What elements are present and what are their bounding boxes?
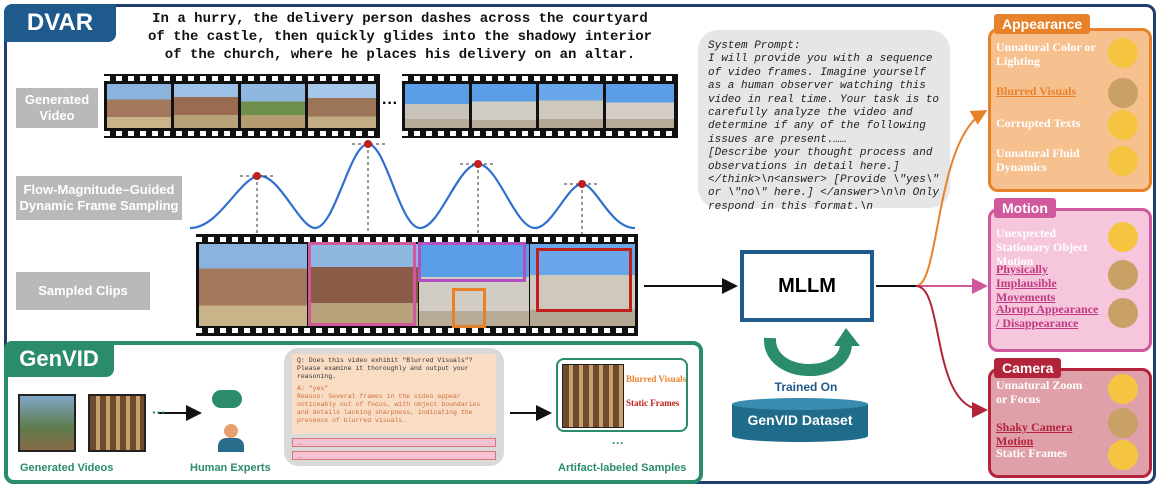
motion-item-3: Abrupt Appearance / Disappearance	[996, 302, 1099, 330]
motion-title: Motion	[994, 198, 1056, 218]
sample-point-4	[578, 180, 586, 188]
dataset-cylinder: GenVID Dataset	[732, 398, 868, 442]
label-static-frames: Static Frames	[626, 398, 680, 408]
annotation-line-1: ...	[292, 438, 496, 447]
generated-videos-label: Generated Videos	[20, 462, 114, 474]
genvid-frame	[4, 341, 703, 484]
video-caption: In a hurry, the delivery person dashes a…	[147, 11, 653, 63]
smile-icon	[1108, 146, 1138, 176]
artifact-samples-label: Artifact-labeled Samples	[558, 462, 687, 474]
generated-video-thumb-2	[88, 394, 146, 452]
smile-icon	[1108, 110, 1138, 140]
appearance-item-3: Corrupted Texts	[996, 116, 1081, 130]
smile-icon	[1108, 374, 1138, 404]
dvar-title: DVAR	[4, 4, 116, 42]
to-appearance-arrow	[915, 110, 988, 287]
camera-item-1: Unnatural Zoom or Focus	[996, 378, 1083, 406]
generated-video-label: Generated Video	[16, 88, 98, 128]
appearance-item-1: Unnatural Color or Lighting	[996, 40, 1096, 68]
sampling-curve	[190, 140, 636, 236]
generated-video-strip-left	[104, 74, 380, 138]
dataset-label: GenVID Dataset	[747, 412, 853, 428]
sampled-clips-label: Sampled Clips	[16, 272, 150, 310]
motion-item-2: Physically Implausible Movements	[996, 262, 1057, 304]
human-experts-label: Human Experts	[190, 462, 271, 474]
camera-title: Camera	[994, 358, 1062, 378]
flow-magnitude-curve	[190, 142, 636, 230]
samples-ellipsis: ···	[612, 436, 624, 450]
mllm-box: MLLM	[740, 250, 874, 322]
annotation-answer: A: "yes" Reason: Several frames in the v…	[297, 385, 481, 424]
clip-box-red	[536, 248, 632, 312]
annotation-question: Q: Does this video exhibit "Blurred Visu…	[297, 357, 473, 380]
system-prompt: System Prompt: I will provide you with a…	[698, 30, 950, 213]
dizzy-face-icon	[1108, 298, 1138, 328]
trained-on-loop	[764, 337, 852, 376]
clip-box-orange	[452, 288, 486, 328]
motion-item-1: Unexpected Stationary Object Motion	[996, 226, 1088, 268]
thought-cloud-icon	[212, 390, 242, 408]
appearance-item-4: Unnatural Fluid Dynamics	[996, 146, 1080, 174]
annotation-line-2: ...	[292, 451, 496, 460]
artifact-sample-thumb	[562, 364, 624, 428]
trained-on-arrowhead	[834, 328, 860, 346]
sample-point-3	[474, 160, 482, 168]
genvid-title: GenVID	[4, 341, 114, 377]
clip-box-purple	[418, 242, 526, 282]
video-ellipsis: ···	[382, 95, 398, 112]
label-blurred-visuals: Blurred Visuals	[626, 374, 687, 384]
sampled-clips-strip	[196, 234, 638, 336]
dizzy-face-icon	[1108, 260, 1138, 290]
smile-icon	[1108, 222, 1138, 252]
generated-video-strip-right	[402, 74, 678, 138]
sample-point-1	[253, 172, 261, 180]
videos-ellipsis: ···	[152, 404, 166, 420]
dizzy-face-icon	[1108, 78, 1138, 108]
appearance-title: Appearance	[994, 14, 1091, 34]
annotation-qa: Q: Does this video exhibit "Blurred Visu…	[292, 354, 496, 434]
to-camera-arrow	[915, 285, 988, 418]
trained-on-label: Trained On	[774, 380, 838, 394]
appearance-item-2: Blurred Visuals	[996, 84, 1077, 98]
generated-video-thumb-1	[18, 394, 76, 452]
camera-item-2: Shaky Camera Motion	[996, 420, 1073, 448]
camera-item-3: Static Frames	[996, 446, 1067, 460]
dizzy-face-icon	[1108, 408, 1138, 438]
sample-point-2	[364, 140, 372, 148]
human-experts-icon	[214, 424, 250, 452]
sampling-label: Flow-Magnitude–Guided Dynamic Frame Samp…	[16, 176, 182, 220]
smile-icon	[1108, 38, 1138, 68]
smile-icon	[1108, 440, 1138, 470]
clip-box-pink	[308, 242, 416, 326]
